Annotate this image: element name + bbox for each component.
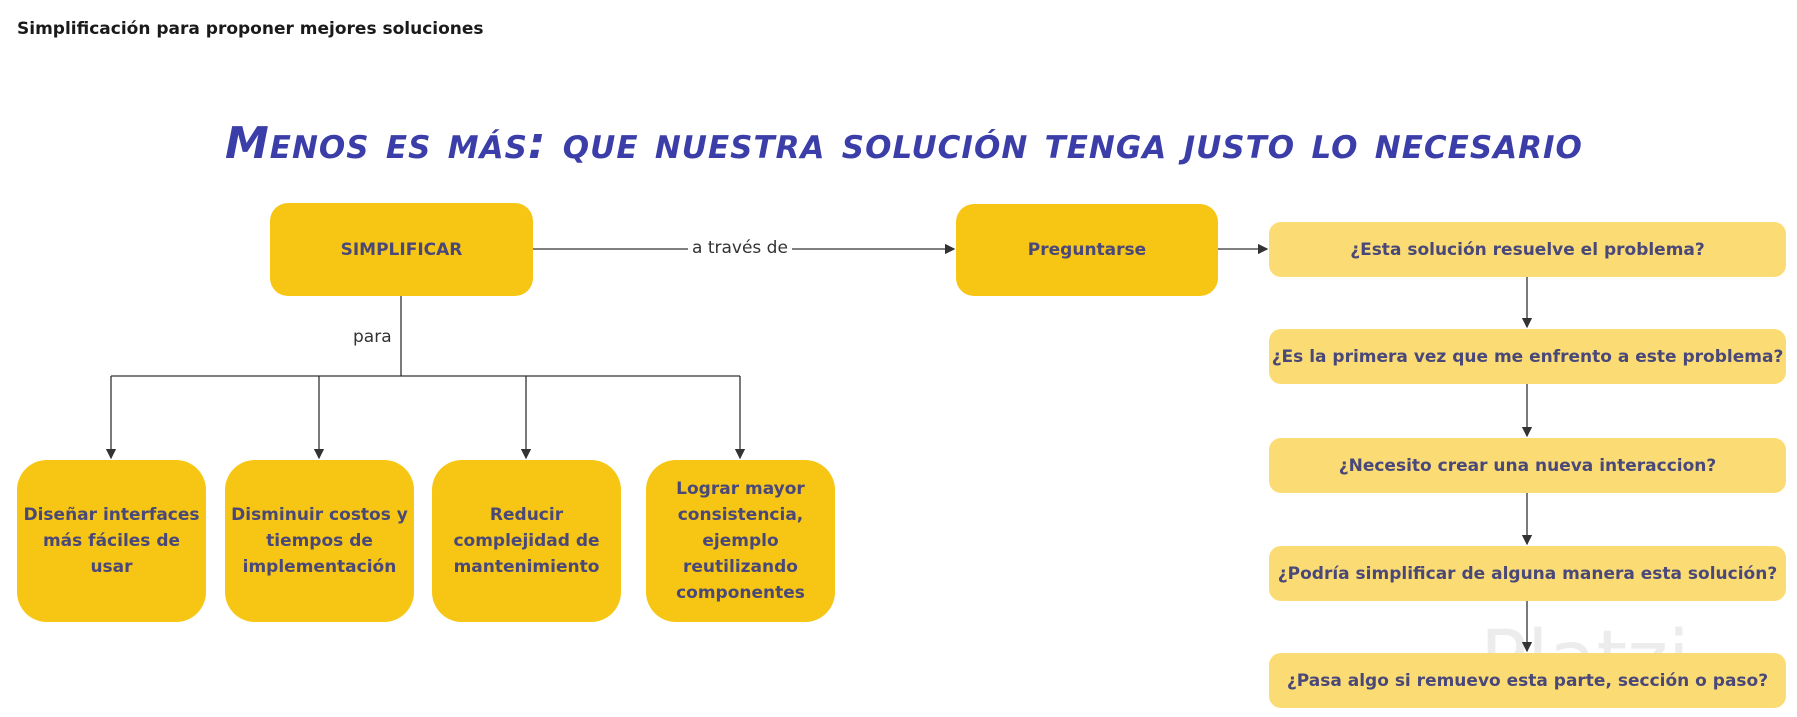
edge-label-through: a través de (688, 238, 792, 258)
edge-label-for: para (353, 327, 392, 347)
node-simplificar[interactable]: SIMPLIFICAR (270, 203, 533, 296)
diagram-title: Menos es más: que nuestra solución tenga… (225, 118, 1583, 169)
goal-node[interactable]: Diseñar interfaces más fáciles de usar (17, 460, 206, 622)
goal-node[interactable]: Disminuir costos y tiempos de implementa… (225, 460, 414, 622)
question-node[interactable]: ¿Podría simplificar de alguna manera est… (1269, 546, 1786, 601)
question-node[interactable]: ¿Es la primera vez que me enfrento a est… (1269, 329, 1786, 384)
node-preguntarse[interactable]: Preguntarse (956, 204, 1218, 296)
question-node[interactable]: ¿Necesito crear una nueva interaccion? (1269, 438, 1786, 493)
goal-node[interactable]: Reducir complejidad de mantenimiento (432, 460, 621, 622)
goal-node[interactable]: Lograr mayor consistencia, ejemplo reuti… (646, 460, 835, 622)
page-header-title: Simplificación para proponer mejores sol… (17, 19, 484, 39)
question-node[interactable]: ¿Pasa algo si remuevo esta parte, secció… (1269, 653, 1786, 708)
question-node[interactable]: ¿Esta solución resuelve el problema? (1269, 222, 1786, 277)
